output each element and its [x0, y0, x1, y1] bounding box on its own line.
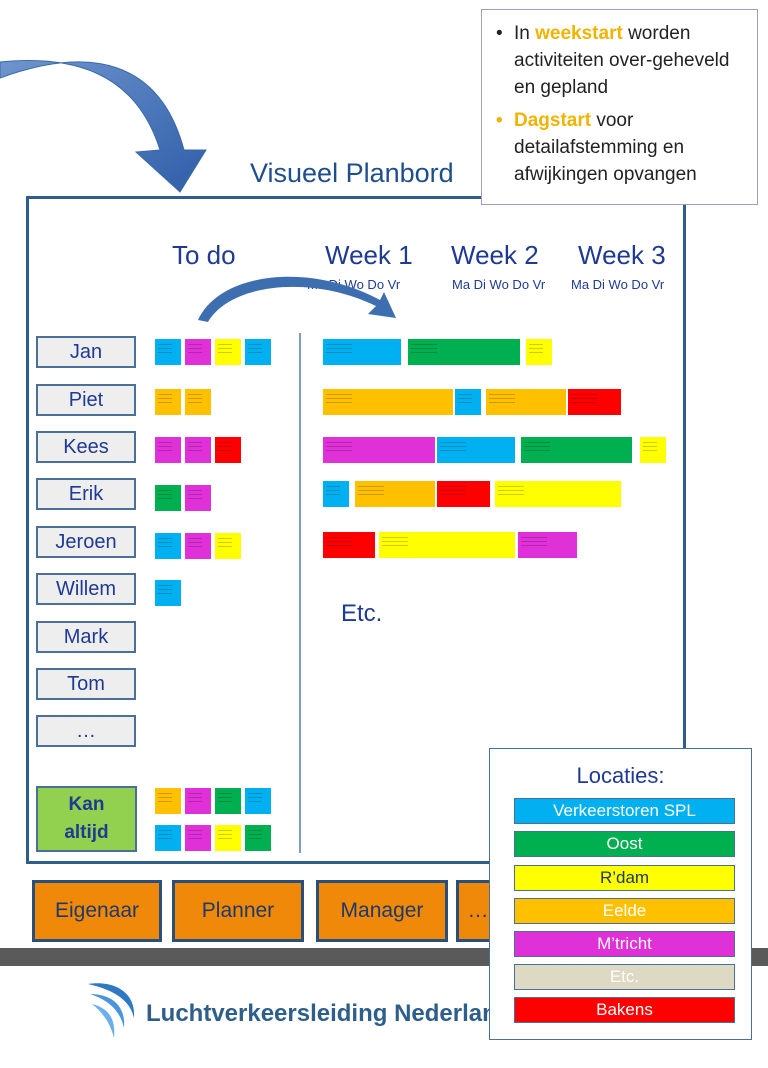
todo-card[interactable]	[215, 533, 241, 559]
planned-card[interactable]	[323, 389, 453, 415]
column-divider	[299, 333, 301, 853]
role-manager: Manager	[316, 880, 448, 942]
todo-card[interactable]	[245, 788, 271, 814]
todo-card[interactable]	[185, 339, 211, 365]
week-1-header: Week 1	[325, 240, 413, 270]
planned-card[interactable]	[323, 481, 349, 507]
note-text: worden activiteiten over-geheveld en gep…	[514, 23, 730, 98]
todo-card[interactable]	[155, 788, 181, 814]
location-bakens: Bakens	[514, 997, 735, 1023]
locaties-legend: Locaties: Verkeerstoren SPL Oost R’dam E…	[489, 748, 752, 1040]
week-2-days: Ma Di Wo Do Vr	[452, 277, 546, 292]
location-etc: Etc.	[514, 964, 735, 990]
bullet-icon: •	[496, 23, 503, 44]
todo-card[interactable]	[185, 437, 211, 463]
todo-card[interactable]	[185, 485, 211, 511]
todo-card[interactable]	[155, 485, 181, 511]
planned-card[interactable]	[437, 481, 490, 507]
todo-card[interactable]	[155, 339, 181, 365]
planned-card[interactable]	[455, 389, 481, 415]
bullet-icon: •	[496, 110, 503, 131]
location-rdam: R’dam	[514, 865, 735, 891]
person-piet: Piet	[36, 384, 136, 416]
todo-card[interactable]	[245, 825, 271, 851]
week-3-header: Week 3	[578, 240, 666, 270]
locaties-title: Locaties:	[576, 763, 665, 788]
todo-card[interactable]	[155, 437, 181, 463]
planned-card[interactable]	[355, 481, 435, 507]
planned-card[interactable]	[486, 389, 566, 415]
location-eelde: Eelde	[514, 898, 735, 924]
note-text: In	[514, 23, 536, 44]
planned-card[interactable]	[379, 532, 515, 558]
todo-card[interactable]	[185, 533, 211, 559]
planned-card[interactable]	[437, 437, 515, 463]
todo-card[interactable]	[155, 580, 181, 606]
planned-card[interactable]	[495, 481, 621, 507]
planned-card[interactable]	[323, 437, 435, 463]
todo-card[interactable]	[215, 437, 241, 463]
person-kees: Kees	[36, 431, 136, 463]
todo-card[interactable]	[155, 825, 181, 851]
planned-card[interactable]	[526, 339, 552, 365]
todo-card[interactable]	[185, 788, 211, 814]
big-arrow-icon	[0, 59, 207, 193]
person-jan: Jan	[36, 336, 136, 368]
planned-card[interactable]	[518, 532, 577, 558]
planned-card[interactable]	[568, 389, 621, 415]
etc-label: Etc.	[341, 600, 383, 627]
planned-card[interactable]	[323, 532, 375, 558]
location-mtricht: M’tricht	[514, 931, 735, 957]
note-highlight: Dagstart	[514, 110, 592, 131]
todo-header: To do	[172, 240, 236, 270]
person-mark: Mark	[36, 621, 136, 653]
role-planner: Planner	[172, 880, 304, 942]
note-weekstart: • In weekstart worden activiteiten over-…	[496, 20, 747, 101]
week-2-header: Week 2	[451, 240, 539, 270]
todo-card[interactable]	[155, 533, 181, 559]
todo-card[interactable]	[215, 788, 241, 814]
location-oost: Oost	[514, 831, 735, 857]
planned-card[interactable]	[323, 339, 401, 365]
week-3-days: Ma Di Wo Do Vr	[571, 277, 665, 292]
person-erik: Erik	[36, 478, 136, 510]
todo-card[interactable]	[155, 389, 181, 415]
person-more: …	[36, 715, 136, 747]
todo-card[interactable]	[215, 825, 241, 851]
note-box: • In weekstart worden activiteiten over-…	[481, 9, 758, 205]
person-tom: Tom	[36, 668, 136, 700]
move-arrow-icon	[198, 276, 396, 322]
person-willem: Willem	[36, 573, 136, 605]
lvnl-logo-icon	[88, 983, 135, 1038]
logo-text: Luchtverkeersleiding Nederland	[146, 1000, 512, 1027]
person-jeroen: Jeroen	[36, 526, 136, 558]
note-text: voor detailafstemming en afwijkingen opv…	[514, 110, 697, 185]
planned-card[interactable]	[640, 437, 666, 463]
todo-card[interactable]	[245, 339, 271, 365]
board-title: Visueel Planbord	[250, 158, 454, 188]
todo-card[interactable]	[185, 825, 211, 851]
note-dagstart: • Dagstart voor detailafstemming en afwi…	[496, 107, 747, 188]
note-highlight: weekstart	[535, 23, 623, 44]
role-eigenaar: Eigenaar	[32, 880, 162, 942]
location-verkeerstoren-spl: Verkeerstoren SPL	[514, 798, 735, 824]
planned-card[interactable]	[521, 437, 632, 463]
planned-card[interactable]	[408, 339, 520, 365]
todo-card[interactable]	[185, 389, 211, 415]
todo-card[interactable]	[215, 339, 241, 365]
